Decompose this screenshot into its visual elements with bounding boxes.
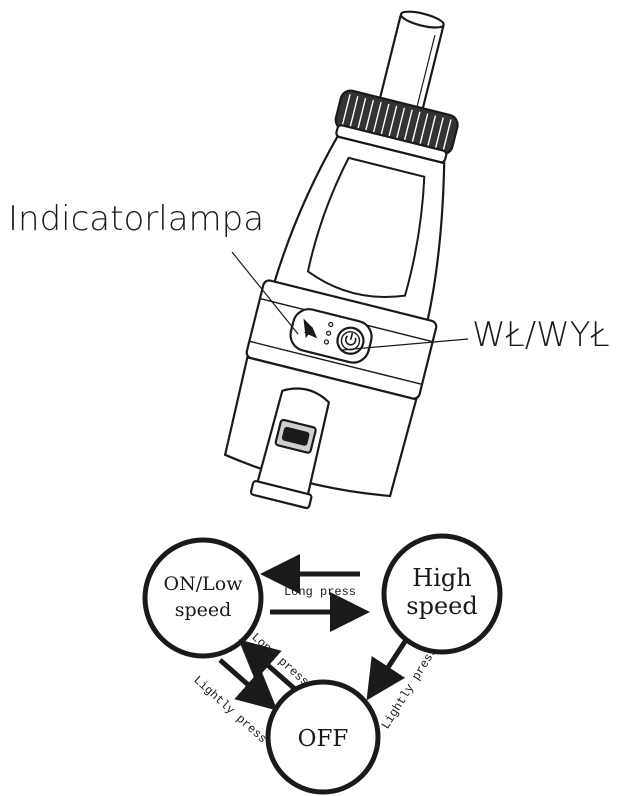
transition-label-left-lower: Lightly press xyxy=(191,673,270,746)
svg-text:speed: speed xyxy=(406,592,477,620)
ribbed-cap xyxy=(334,89,459,164)
power-button[interactable] xyxy=(335,325,367,357)
power-callout-line xyxy=(341,338,469,351)
bottle-window xyxy=(306,156,426,298)
state-on-low: ON/Low speed xyxy=(142,537,264,659)
svg-text:High: High xyxy=(412,564,471,592)
arrow-low-to-off xyxy=(218,658,278,711)
indicator-light-3 xyxy=(323,339,330,345)
transition-label-right: Lightly press xyxy=(379,645,440,732)
belt-clip xyxy=(249,387,331,510)
power-callout-label: WŁ/WYŁ xyxy=(472,315,610,355)
indicator-callout-label: Indicatorlampa xyxy=(8,199,264,239)
state-high: High speed xyxy=(381,533,503,655)
arrow-high-to-off xyxy=(366,638,409,701)
svg-text:ON/Low: ON/Low xyxy=(164,573,244,595)
indicator-light-2 xyxy=(326,330,332,336)
fan-icon xyxy=(303,318,318,339)
transition-label-top: Long press xyxy=(284,585,356,599)
indicator-callout-line xyxy=(231,251,299,335)
svg-text:speed: speed xyxy=(175,599,232,621)
indicator-light-1 xyxy=(328,321,334,328)
svg-text:OFF: OFF xyxy=(298,726,349,752)
device-illustration xyxy=(223,10,459,510)
nozzle-tube xyxy=(377,10,445,117)
arrow-off-to-low xyxy=(238,639,298,692)
state-off: OFF xyxy=(265,679,381,795)
